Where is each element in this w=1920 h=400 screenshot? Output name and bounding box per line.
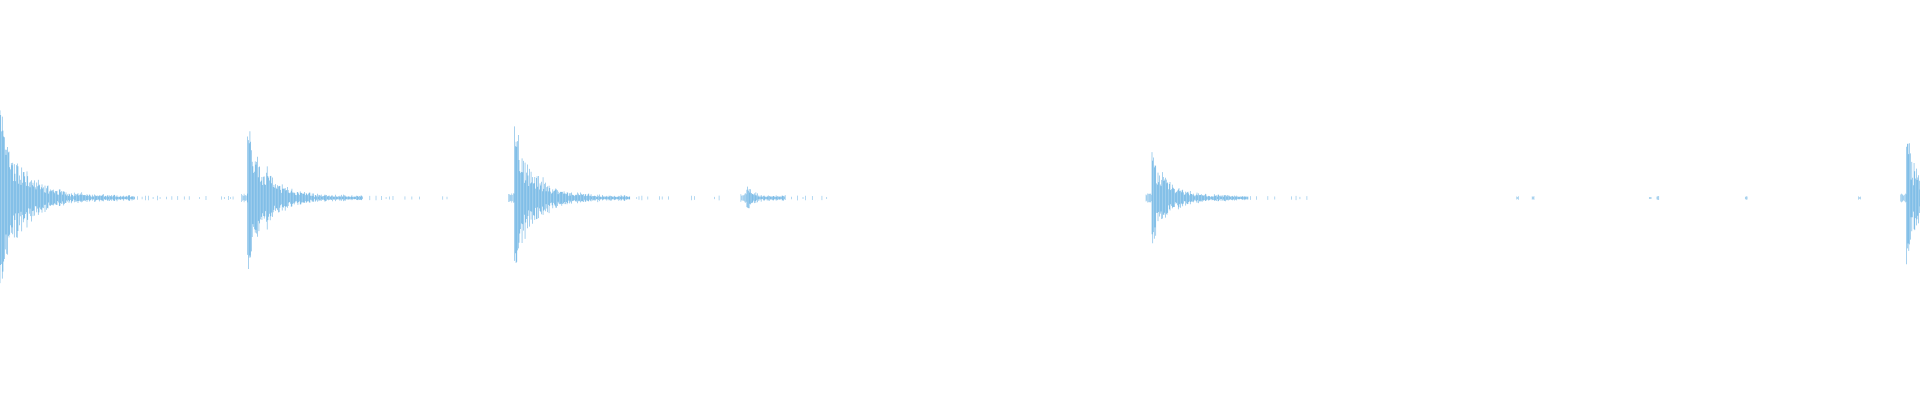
waveform-samples xyxy=(0,110,1920,284)
